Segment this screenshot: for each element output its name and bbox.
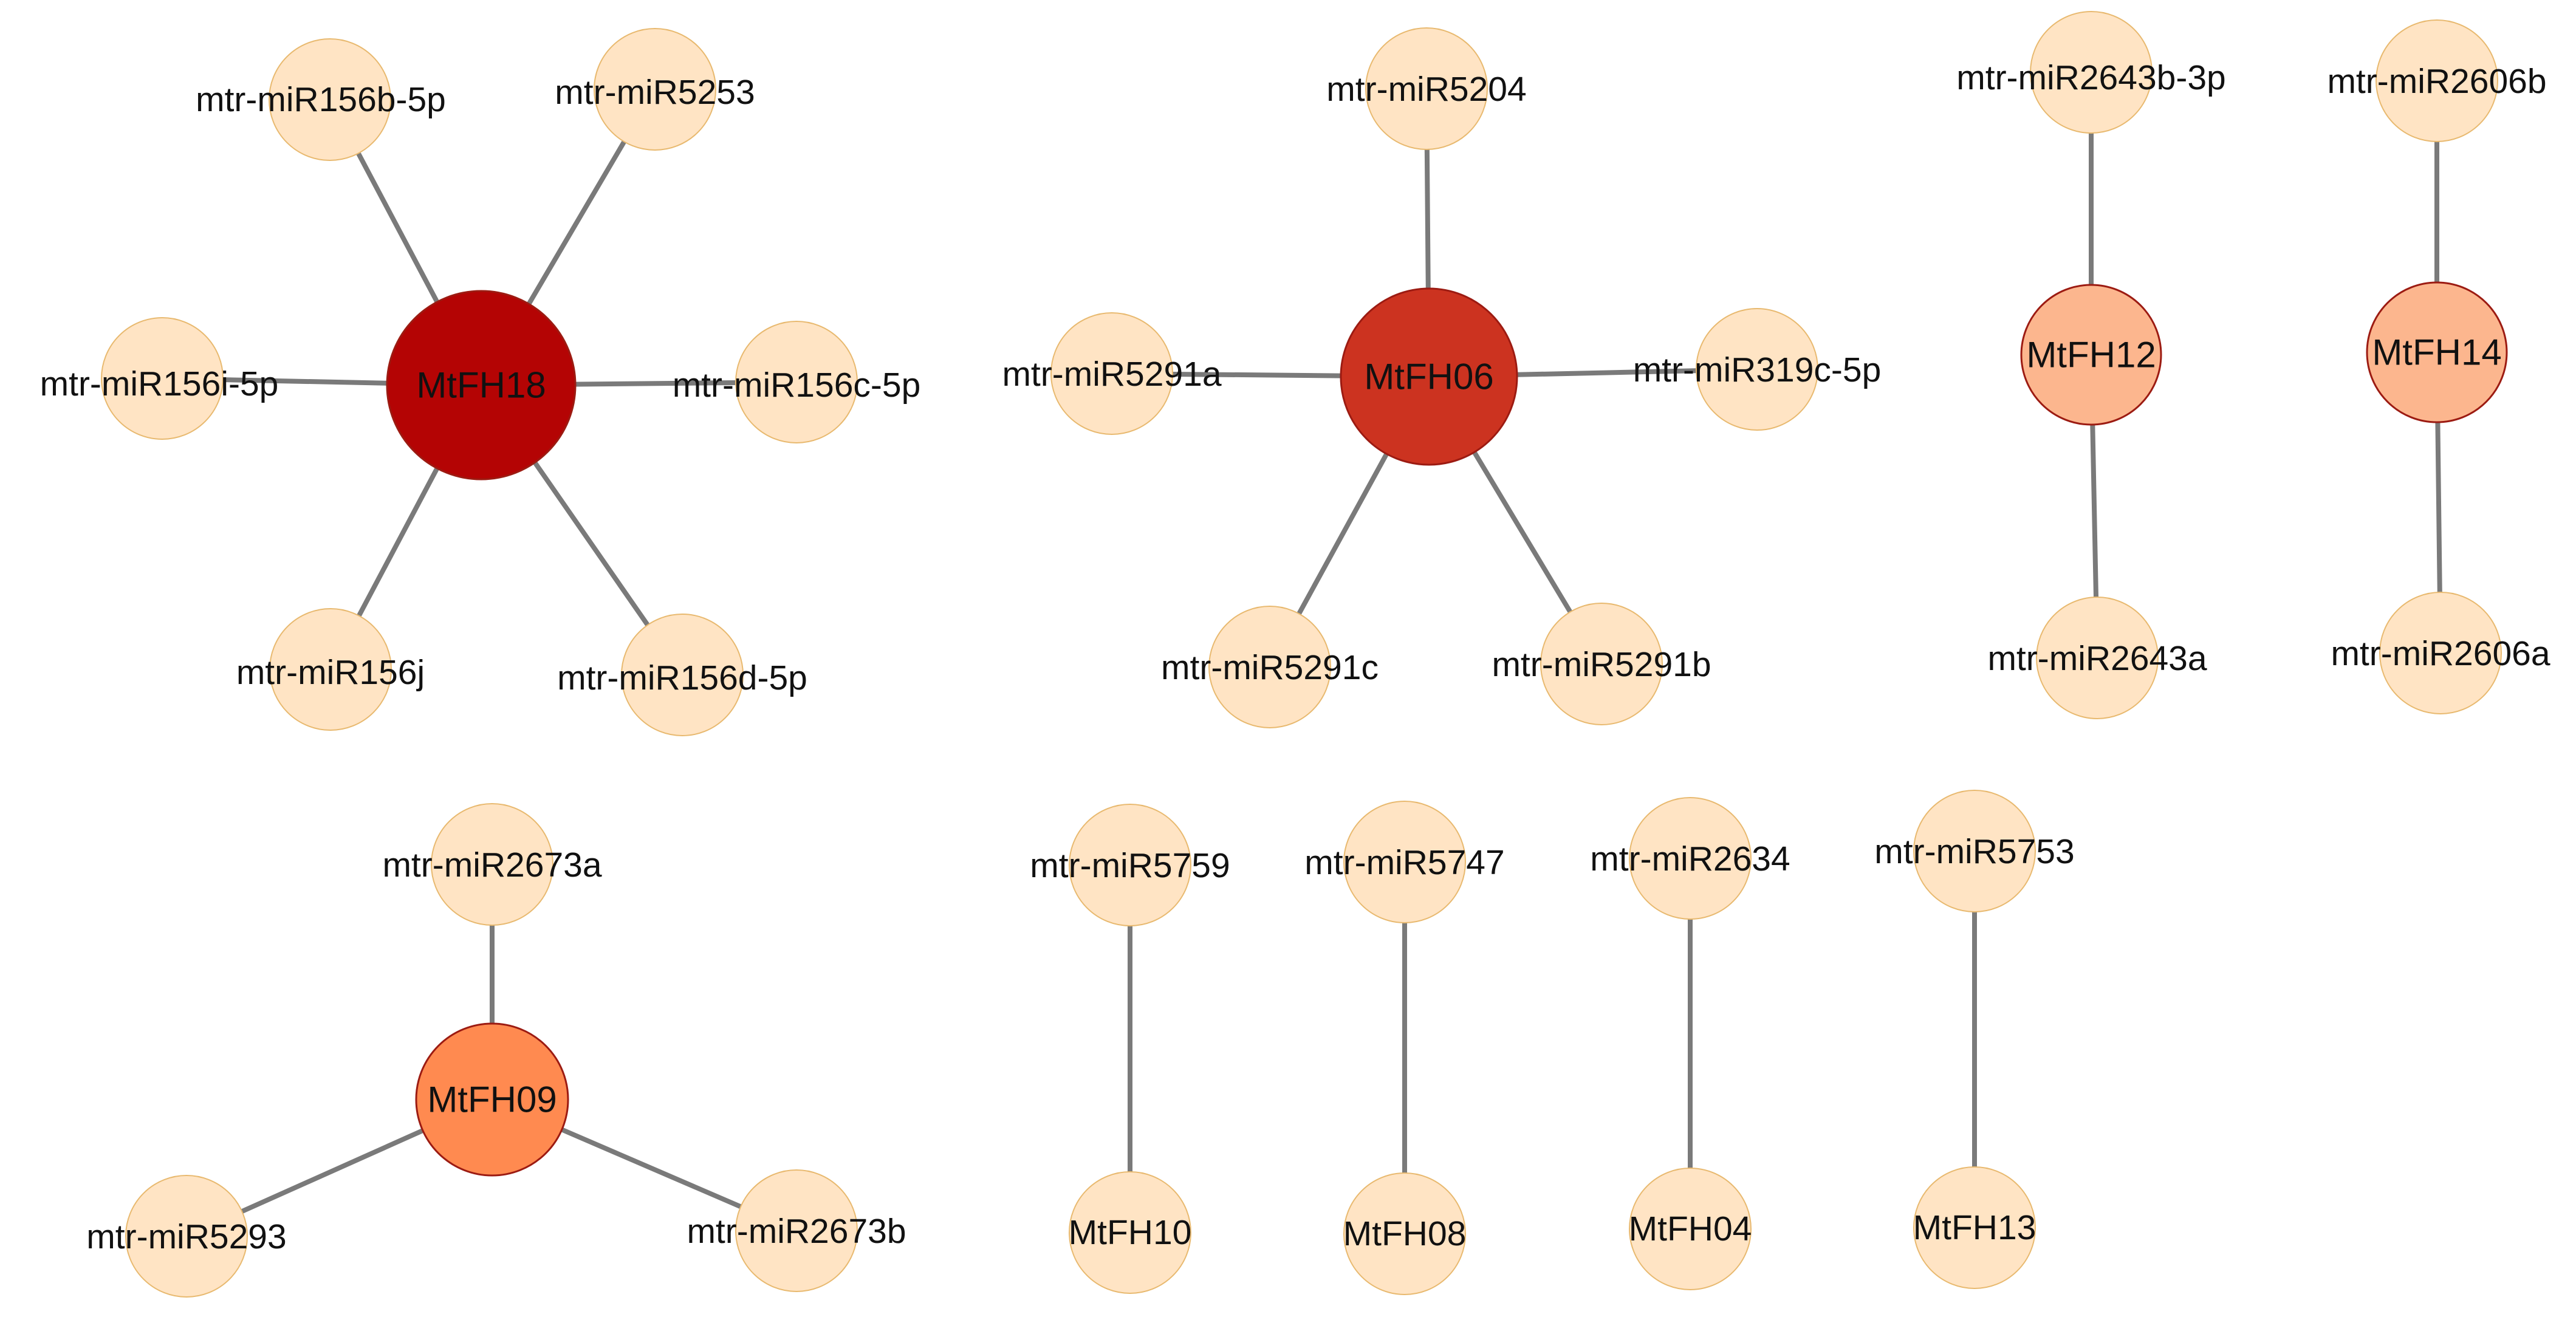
gene-label-mtfh18: MtFH18 <box>416 365 546 406</box>
gene-node-mtfh13[interactable] <box>1913 1166 2036 1289</box>
mirna-node-mtr-mir156j[interactable] <box>269 608 392 731</box>
gene-label-mtfh09: MtFH09 <box>427 1079 557 1120</box>
mirna-label-mtr-mir156c-5p: mtr-miR156c-5p <box>673 366 921 405</box>
mirna-node-mtr-mir2634[interactable] <box>1629 797 1752 920</box>
mirna-label-mtr-mir2673a: mtr-miR2673a <box>382 846 601 884</box>
gene-label-mtfh12: MtFH12 <box>2026 335 2156 375</box>
label-layer: mtr-miR156b-5p mtr-miR5253 mtr-miR156i-5p m… <box>40 58 2550 1256</box>
mirna-node-mtr-mir5204[interactable] <box>1365 27 1488 150</box>
mirna-label-mtr-mir5291c: mtr-miR5291c <box>1161 648 1379 687</box>
mirna-node-mtr-mir2606a[interactable] <box>2379 592 2502 714</box>
mirna-label-mtr-mir5204: mtr-miR5204 <box>1326 70 1526 109</box>
gene-label-mtfh10: MtFH10 <box>1069 1213 1192 1252</box>
mirna-node-mtr-mir2673b[interactable] <box>735 1169 858 1292</box>
gene-label-mtfh13: MtFH13 <box>1913 1208 2036 1247</box>
mirna-node-mtr-mir5747[interactable] <box>1343 801 1466 923</box>
mirna-label-mtr-mir2643a: mtr-miR2643a <box>1987 639 2207 678</box>
mirna-label-mtr-mir156i-5p: mtr-miR156i-5p <box>40 364 279 403</box>
mirna-label-mtr-mir319c-5p: mtr-miR319c-5p <box>1633 351 1882 389</box>
gene-node-mtfh12[interactable] <box>2020 284 2162 426</box>
mirna-label-mtr-mir2606a: mtr-miR2606a <box>2331 634 2550 673</box>
gene-label-mtfh08: MtFH08 <box>1343 1214 1467 1253</box>
gene-node-mtfh08[interactable] <box>1343 1172 1466 1295</box>
mirna-label-mtr-mir5291a: mtr-miR5291a <box>1002 355 1221 394</box>
mirna-label-mtr-mir5293: mtr-miR5293 <box>86 1217 286 1256</box>
mirna-label-mtr-mir2634: mtr-miR2634 <box>1590 840 1790 878</box>
mirna-node-mtr-mir5253[interactable] <box>594 28 716 151</box>
mirna-node-mtr-mir156c-5p[interactable] <box>735 321 858 443</box>
mirna-node-mtr-mir2643b-3p[interactable] <box>2030 11 2153 134</box>
node-layer <box>101 11 2508 1298</box>
mirna-node-mtr-mir5291b[interactable] <box>1540 603 1663 725</box>
mirna-label-mtr-mir2606b: mtr-miR2606b <box>2327 62 2546 101</box>
gene-label-mtfh14: MtFH14 <box>2372 332 2501 373</box>
gene-node-mtfh14[interactable] <box>2366 281 2508 423</box>
gene-node-mtfh18[interactable] <box>386 290 577 481</box>
mirna-label-mtr-mir156d-5p: mtr-miR156d-5p <box>557 658 807 697</box>
gene-node-mtfh06[interactable] <box>1340 287 1518 466</box>
mirna-node-mtr-mir5291c[interactable] <box>1208 606 1331 728</box>
gene-node-mtfh04[interactable] <box>1629 1168 1752 1290</box>
mirna-node-mtr-mir5291a[interactable] <box>1050 312 1173 435</box>
mirna-label-mtr-mir5753: mtr-miR5753 <box>1874 832 2074 871</box>
mirna-node-mtr-mir5753[interactable] <box>1913 790 2036 912</box>
mirna-node-mtr-mir5759[interactable] <box>1069 804 1191 926</box>
gene-label-mtfh06: MtFH06 <box>1364 357 1493 397</box>
mirna-node-mtr-mir2606b[interactable] <box>2376 19 2498 142</box>
gene-node-mtfh09[interactable] <box>415 1022 569 1177</box>
mirna-label-mtr-mir5747: mtr-miR5747 <box>1304 843 1504 882</box>
mirna-label-mtr-mir5291b: mtr-miR5291b <box>1492 645 1711 684</box>
mirna-node-mtr-mir156b-5p[interactable] <box>269 38 391 161</box>
mirna-node-mtr-mir156d-5p[interactable] <box>621 614 744 736</box>
mirna-node-mtr-mir2643a[interactable] <box>2036 597 2159 719</box>
mirna-node-mtr-mir156i-5p[interactable] <box>101 317 224 440</box>
mirna-node-mtr-mir319c-5p[interactable] <box>1696 308 1818 431</box>
gene-node-mtfh10[interactable] <box>1069 1171 1191 1294</box>
mirna-label-mtr-mir5759: mtr-miR5759 <box>1030 846 1230 885</box>
mirna-label-mtr-mir2673b: mtr-miR2673b <box>687 1212 906 1251</box>
mirna-node-mtr-mir2673a[interactable] <box>431 803 553 926</box>
mirna-label-mtr-mir156b-5p: mtr-miR156b-5p <box>196 80 446 119</box>
mirna-node-mtr-mir5293[interactable] <box>125 1175 248 1298</box>
mirna-label-mtr-mir5253: mtr-miR5253 <box>555 73 755 112</box>
mirna-label-mtr-mir2643b-3p: mtr-miR2643b-3p <box>1956 58 2225 97</box>
mirna-label-mtr-mir156j: mtr-miR156j <box>236 653 425 692</box>
gene-label-mtfh04: MtFH04 <box>1629 1209 1752 1248</box>
